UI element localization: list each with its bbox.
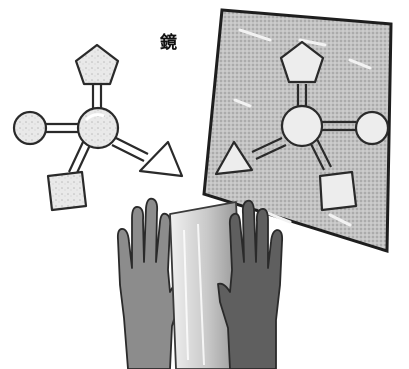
- reflected-center-atom: [282, 106, 322, 146]
- sphere-atom: [14, 112, 46, 144]
- reflected-sphere-atom: [356, 112, 388, 144]
- hands-and-glass: [118, 199, 282, 369]
- pentagon-atom: [76, 45, 118, 84]
- original-molecule: [14, 45, 182, 210]
- mirror-label: 鏡: [160, 28, 177, 53]
- square-atom: [48, 172, 86, 210]
- triangle-atom: [140, 142, 182, 176]
- reflected-square-atom: [320, 172, 356, 210]
